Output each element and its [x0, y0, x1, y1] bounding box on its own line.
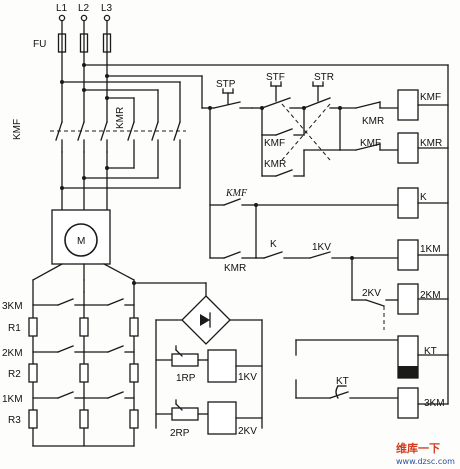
coil-k: [397, 187, 419, 219]
coil-1km: [397, 239, 419, 271]
label-2km-left: 2KM: [2, 348, 23, 359]
label-kmf-hold: KMF: [264, 138, 285, 149]
supply-terminals: L1 L2 L3: [56, 3, 113, 22]
label-3km-coil: 3KM: [424, 398, 445, 409]
label-1kv-coil: 1KV: [238, 372, 257, 383]
label-l2: L2: [78, 3, 90, 14]
label-stf: STF: [266, 72, 285, 83]
label-1kv-contact: 1KV: [312, 242, 331, 253]
fuses: FU: [33, 20, 112, 53]
label-str: STR: [314, 72, 334, 83]
label-l3: L3: [101, 3, 113, 14]
control-circuit: STP STF STR KMR KMF: [201, 64, 449, 419]
coil-3km: [397, 387, 419, 419]
label-kmr-coil: KMR: [420, 138, 442, 149]
coil-kmf: [397, 89, 419, 121]
watermark-brand: 维库一下: [396, 441, 440, 455]
label-kt-coil: KT: [424, 346, 437, 357]
motor: M: [32, 209, 135, 281]
label-r1: R1: [8, 323, 21, 334]
label-kmr-hold: KMR: [264, 159, 286, 170]
coil-1kv: [207, 349, 237, 383]
label-2km-coil: 2KM: [420, 290, 441, 301]
label-kmf-k: KMF: [225, 188, 248, 199]
rectifier-section: 1RP 1KV 2RP 2KV: [83, 281, 263, 439]
watermark-url: www.dzsc.com: [396, 457, 455, 466]
coil-2kv: [207, 401, 237, 435]
label-kt-contact: KT: [336, 376, 349, 387]
main-lines: [60, 51, 449, 123]
label-2kv-contact: 2KV: [362, 288, 381, 299]
label-1rp: 1RP: [176, 373, 196, 384]
label-k-coil: K: [420, 192, 427, 203]
motor-symbol: [64, 223, 98, 257]
label-kmf-coil: KMF: [420, 92, 441, 103]
label-k-contact: K: [270, 239, 277, 250]
main-contactors: KMF KMR: [12, 107, 186, 213]
label-fu: FU: [33, 39, 46, 50]
label-kmf-nc: KMF: [360, 138, 381, 149]
label-2kv-coil: 2KV: [238, 426, 257, 437]
label-kmf-main: KMF: [12, 119, 23, 140]
label-r3: R3: [8, 415, 21, 426]
motor-label: M: [77, 236, 85, 247]
terminal-l2: [80, 14, 88, 22]
terminal-l3: [103, 14, 111, 22]
label-l1: L1: [56, 3, 68, 14]
label-kmr-main: KMR: [115, 107, 126, 129]
watermark: 维库一下 www.dzsc.com: [396, 441, 455, 466]
coil-kmr: [397, 132, 419, 164]
label-kmr-nc: KMR: [362, 116, 384, 127]
rotor-resistors: 3KM R1 2KM R2 1KM R3: [2, 279, 139, 447]
coil-2km: [397, 283, 419, 315]
label-1km-left: 1KM: [2, 394, 23, 405]
label-1km-coil: 1KM: [420, 244, 441, 255]
label-stp: STP: [216, 79, 236, 90]
label-2rp: 2RP: [170, 428, 190, 439]
terminal-l1: [58, 14, 66, 22]
label-r2: R2: [8, 369, 21, 380]
motor-frame: [51, 209, 111, 265]
label-kmr-k: KMR: [224, 263, 246, 274]
label-3km-left: 3KM: [2, 301, 23, 312]
